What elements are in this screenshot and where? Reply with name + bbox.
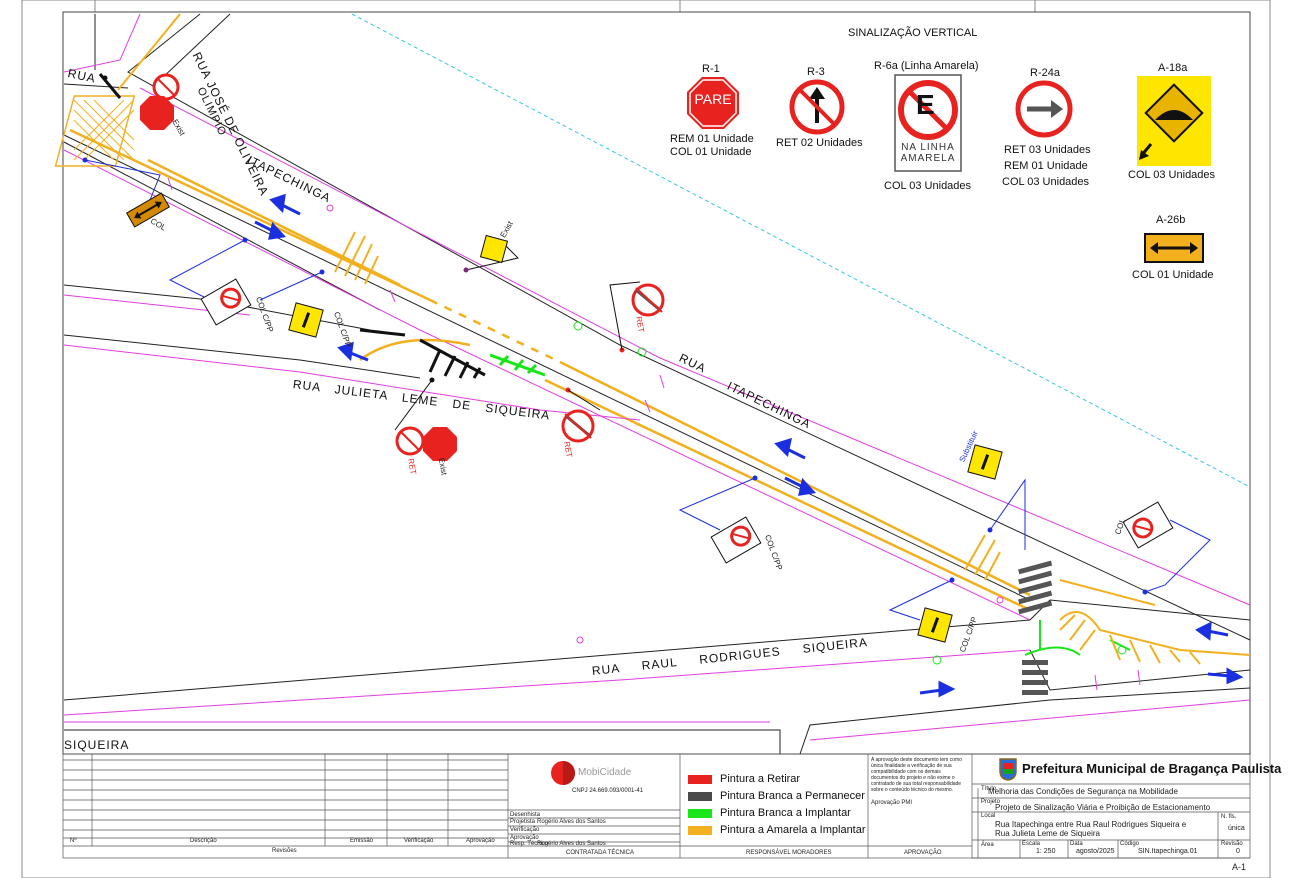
local-value-2: Rua Julieta Leme de Siqueira [995,829,1100,838]
sign-r24a-code: R-24a [1030,67,1060,79]
map-sign-r6a-2 [710,516,762,564]
map-sign-r6a-3 [1122,501,1174,549]
verificacao-label: Verificação [510,827,540,833]
data-label: Data [1070,841,1083,847]
escala-label: Escala [1022,841,1041,847]
legend-swatch-green [688,808,712,818]
sign-r24a-icon [1015,80,1073,138]
codigo-label: Código [1120,841,1140,847]
map-sign-a18a-2 [288,302,324,338]
rev-verificacao-label: Verificação [404,838,434,844]
sign-r24a-line-3: COL 03 Unidades [1002,176,1090,188]
company-id: CNPJ 24.669.093/0001-41 [572,788,644,794]
revisao-label: Revisão [1221,841,1243,847]
fls-label: N. fls. [1221,814,1237,820]
sign-a18a-line-1: COL 03 Unidades [1128,169,1216,181]
rev-aprovacao-label: Aprovação [466,838,495,844]
area-label: Área [981,842,994,848]
data-value: agosto/2025 [1076,848,1115,855]
sheet-number: A-1 [1232,862,1247,872]
city-crest-icon [999,758,1017,781]
sign-r3-code: R-3 [807,66,825,78]
map-sign-a18a-4 [917,607,953,643]
sign-a26b-line-1: COL 01 Unidade [1132,269,1214,281]
projetista-name: Rogério Alves dos Santos [537,819,606,825]
company-name: MobiCidade [578,767,632,778]
codigo-value: SIN.Itapechinga.01 [1138,848,1198,855]
sign-r1-line-2: COL 01 Unidade [670,146,752,158]
responsavel-label: RESPONSÁVEL MORADORES [746,850,832,856]
legend-swatch-gray [688,791,712,801]
prefeitura-title: Prefeitura Municipal de Bragança Paulist… [1022,761,1282,776]
projeto-label: Projeto [981,799,1001,805]
escala-value: 1: 250 [1036,848,1056,855]
legend-label: Pintura a Amarela a Implantar [720,824,866,836]
fls-value: única [1228,825,1245,832]
sign-a26b-code: A-26b [1156,214,1186,226]
map-sign-pare-1 [140,96,174,130]
legend-item-branca-implantar: Pintura Branca a Implantar [688,806,851,820]
map-sign-a26b [125,192,171,228]
sign-r3-line-1: RET 02 Unidades [776,137,863,149]
approval-note: A aprovação deste documento tem como úni… [871,757,962,793]
rev-n-label: Nº [70,838,77,844]
sign-r1-line-1: REM 01 Unidade [670,133,754,145]
map-sign-a18a-3 [967,444,1003,480]
legend-label: Pintura Branca a Permanecer [720,790,865,802]
local-value-1: Rua Itapechinga entre Rua Raul Rodrigues… [995,820,1187,829]
legend-swatch-red [688,774,712,784]
map-sign-r24a-1 [152,73,180,101]
map-sign-pare-2 [423,427,457,461]
map-sign-a18a-1 [479,234,509,264]
signage-title: SINALIZAÇÃO VERTICAL [848,27,978,39]
sign-r3-icon [789,79,845,135]
street-siqueira-left: SIQUEIRA [64,738,130,752]
aprovacao-col-label: APROVAÇÃO [904,850,942,856]
map-sign-r3-crossed [395,426,425,456]
rev-emissao-label: Emissão [350,838,374,844]
map-sign-r6a-1 [200,278,252,326]
legend-item-branca-permanecer: Pintura Branca a Permanecer [688,789,865,803]
sign-r1-icon [687,77,739,129]
sign-r24a-line-1: RET 03 Unidades [1004,144,1091,156]
map-sign-r24a-3 [561,409,595,443]
resp-tecnico-label: Resp. Técnico [510,841,549,847]
sign-r1-code: R-1 [702,63,720,75]
legend-label: Pintura a Retirar [720,773,801,785]
contratada-label: CONTRATADA TÉCNICA [566,850,635,856]
legend-swatch-yellow [688,825,712,835]
local-label: Local [981,813,996,819]
sign-a26b-icon [1144,233,1204,263]
map-sign-r24a-2 [631,283,665,317]
rev-revisoes-label: Revisões [272,848,297,854]
aprovacao-label: Aprovação [510,835,539,841]
titulo-value: Melhoria das Condições de Segurança na M… [988,787,1178,796]
rev-desc-label: Descrição [190,838,217,844]
sign-r1-inner: PARE [694,91,732,107]
projeto-value: Projeto de Sinalização Viária e Proibiçã… [995,803,1211,812]
sign-r6a-sub: NA LINHA AMARELA [900,142,956,164]
resp-tecnico-name: Rogério Alves dos Santos [537,841,606,847]
sign-r6a-icon [894,74,962,172]
projetista-label: Projetista [510,819,536,825]
legend-item-amarela-implantar: Pintura a Amarela a Implantar [688,823,866,837]
sign-a18a-code: A-18a [1158,62,1188,74]
legend-item-retirar: Pintura a Retirar [688,772,800,786]
mobicidade-logo-icon [551,761,575,785]
legend-label: Pintura Branca a Implantar [720,807,851,819]
revisao-value: 0 [1236,848,1240,855]
sign-r6a-line-1: COL 03 Unidades [884,180,972,192]
desenhista-label: Desenhista [510,812,541,818]
titulo-label: Título [981,786,997,792]
sign-r24a-line-2: REM 01 Unidade [1004,160,1088,172]
sign-r6a-code: R-6a (Linha Amarela) [874,60,979,72]
approval-pmi: Aprovação PMI [871,800,913,806]
sign-a18a-icon [1137,76,1211,166]
sign-r6a-inner: E [916,89,935,120]
